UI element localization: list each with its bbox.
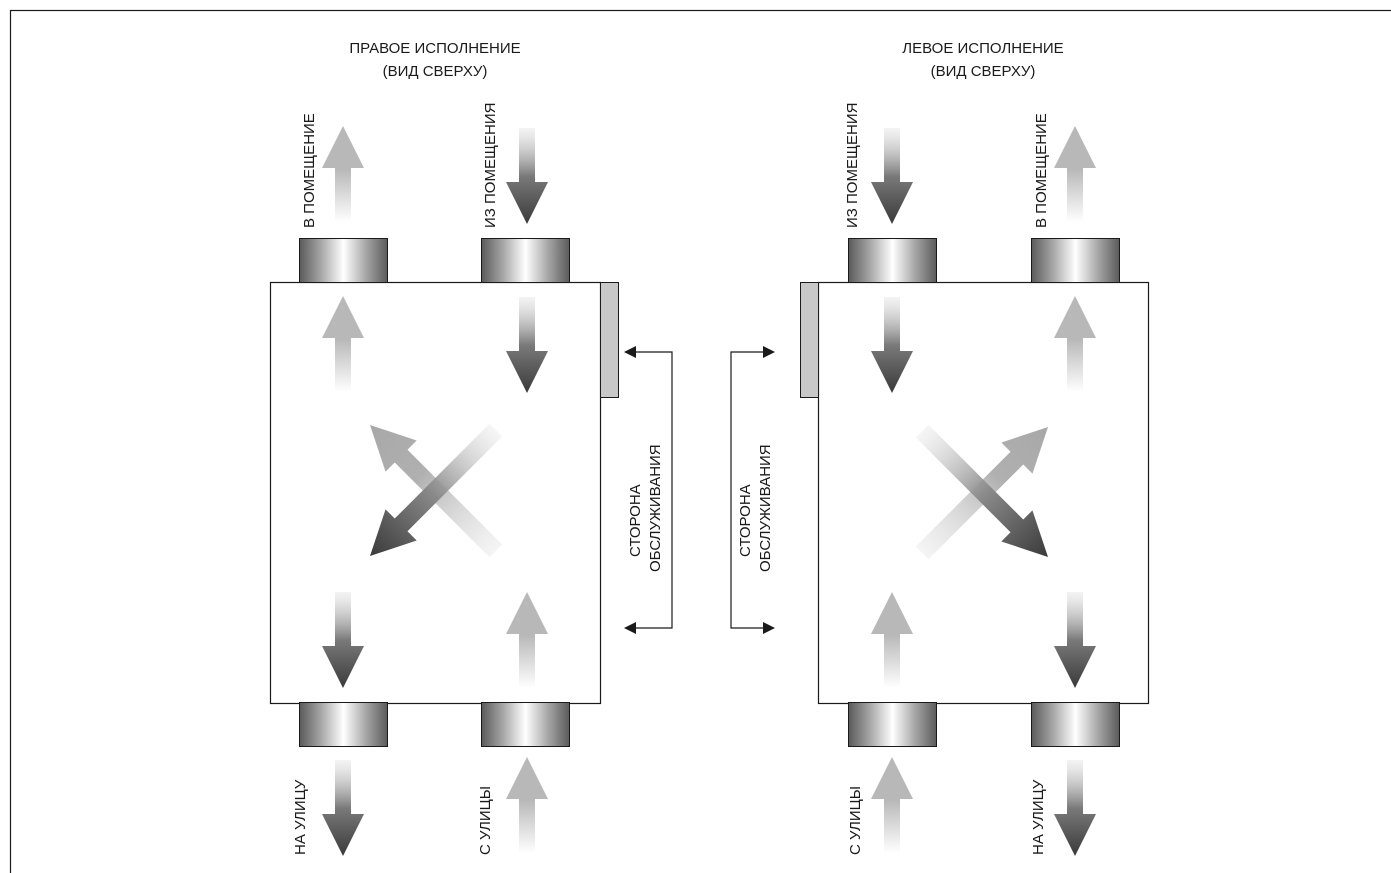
right-inner-arrow-bottom-right-icon (506, 592, 548, 688)
right-service-panel (600, 282, 619, 398)
right-label-top-right: ИЗ ПОМЕЩЕНИЯ (482, 103, 499, 228)
left-label-bottom-right: НА УЛИЦУ (1030, 779, 1047, 855)
left-label-top-right: В ПОМЕЩЕНИЕ (1033, 113, 1050, 228)
right-spigot-top-right (481, 238, 570, 283)
left-inner-arrow-bottom-left-icon (871, 592, 913, 688)
right-title-line1: ПРАВОЕ ИСПОЛНЕНИЕ (349, 40, 520, 57)
left-spigot-top-left (848, 238, 937, 283)
left-service-line2: ОБСЛУЖИВАНИЯ (757, 444, 774, 572)
left-arrow-extract-in-icon (871, 128, 913, 224)
left-service-panel (800, 282, 819, 398)
left-service-line1: СТОРОНА (737, 484, 754, 557)
right-spigot-bottom-left (299, 702, 388, 747)
right-arrow-exhaust-out-icon (322, 760, 364, 856)
right-title-line2: (ВИД СВЕРХУ) (383, 63, 488, 80)
left-label-top-left: ИЗ ПОМЕЩЕНИЯ (844, 103, 861, 228)
right-diagonal-exhaust-icon (370, 423, 503, 556)
frame-border (9, 9, 1391, 873)
right-arrow-outdoor-in-icon (506, 757, 548, 853)
right-arrow-supply-out-icon (322, 126, 364, 222)
right-spigot-top-left (299, 238, 388, 283)
left-label-bottom-left: С УЛИЦЫ (847, 786, 864, 855)
left-service-arrow-top-icon (763, 346, 775, 358)
right-arrow-extract-in-icon (506, 128, 548, 224)
right-inner-arrow-top-left-icon (322, 296, 364, 392)
right-spigot-bottom-right (481, 702, 570, 747)
left-spigot-top-right (1031, 238, 1120, 283)
left-inner-arrow-top-left-icon (871, 297, 913, 393)
right-label-bottom-left: НА УЛИЦУ (292, 779, 309, 855)
left-spigot-bottom-left (848, 702, 937, 747)
left-arrow-exhaust-out-icon (1054, 760, 1096, 856)
left-title-line1: ЛЕВОЕ ИСПОЛНЕНИЕ (902, 40, 1063, 57)
right-service-line1: СТОРОНА (627, 484, 644, 557)
left-title-line2: (ВИД СВЕРХУ) (931, 63, 1036, 80)
left-execution-diagram: ЛЕВОЕ ИСПОЛНЕНИЕ (ВИД СВЕРХУ) (730, 40, 1150, 856)
left-inner-arrow-bottom-right-icon (1054, 592, 1096, 688)
left-service-arrow-bottom-icon (763, 622, 775, 634)
right-service-arrow-top-icon (624, 346, 636, 358)
right-label-bottom-right: С УЛИЦЫ (477, 786, 494, 855)
right-service-arrow-bottom-icon (624, 622, 636, 634)
right-label-top-left: В ПОМЕЩЕНИЕ (301, 113, 318, 228)
left-arrow-outdoor-in-icon (871, 757, 913, 853)
left-service-bracket (730, 351, 764, 629)
right-inner-arrow-bottom-left-icon (322, 592, 364, 688)
left-inner-arrow-top-right-icon (1054, 296, 1096, 392)
right-execution-diagram: ПРАВОЕ ИСПОЛНЕНИЕ (ВИД СВЕРХУ) (269, 40, 673, 856)
right-inner-arrow-top-right-icon (506, 297, 548, 393)
right-service-bracket (634, 351, 673, 629)
left-diagonal-exhaust-icon (915, 424, 1048, 557)
right-service-line2: ОБСЛУЖИВАНИЯ (647, 444, 664, 572)
left-arrow-supply-out-icon (1054, 126, 1096, 222)
left-spigot-bottom-right (1031, 702, 1120, 747)
